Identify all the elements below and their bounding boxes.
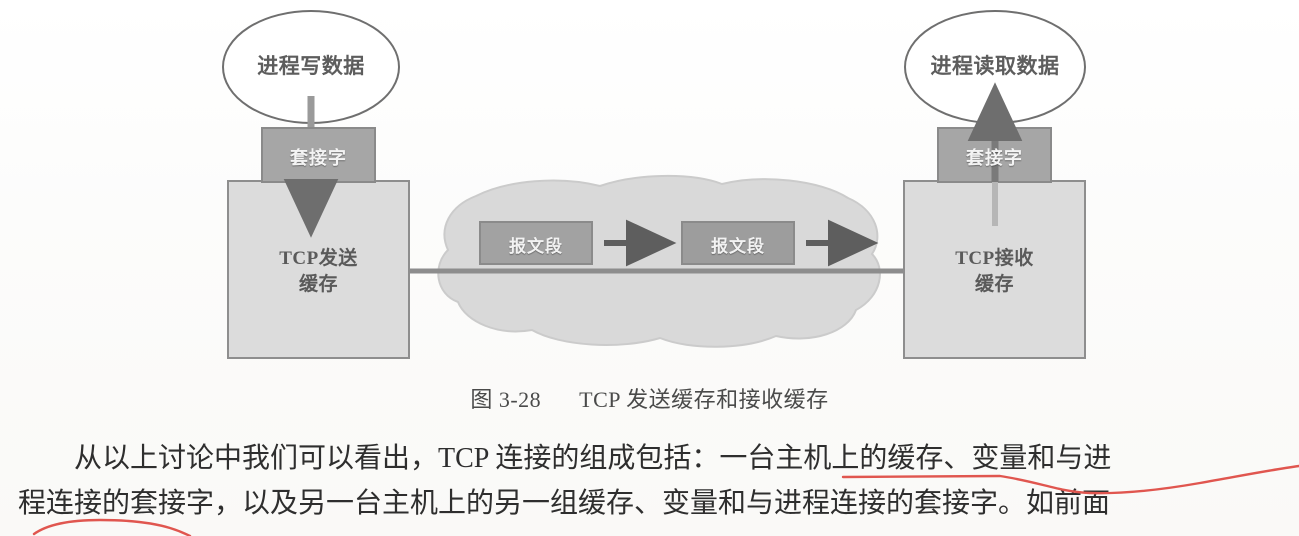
write-process-label: 进程写数据 (257, 54, 365, 78)
segment-label-1: 报文段 (509, 237, 563, 256)
left-socket-box (261, 127, 376, 183)
paragraph-line-1: 从以上讨论中我们可以看出，TCP 连接的组成包括：一台主机上的缓存、变量和与进 (18, 436, 1290, 481)
segment-box-1 (479, 221, 593, 265)
paragraph-line-1-text: 从以上讨论中我们可以看出，TCP 连接的组成包括：一台主机上的缓存、变量和与进 (74, 443, 1112, 474)
read-process-label: 进程读取数据 (930, 54, 1060, 78)
paragraph-line-2: 程连接的套接字，以及另一台主机上的另一组缓存、变量和与进程连接的套接字。如前面 (18, 481, 1290, 526)
figure-tcp-buffers: 进程写数据 进程读取数据 套接字 套接字 TCP发送 缓存 TCP接收 缓存 报… (222, 10, 1086, 359)
left-socket-label: 套接字 (290, 148, 347, 168)
caption-title: TCP 发送缓存和接收缓存 (579, 387, 829, 412)
body-paragraph: 从以上讨论中我们可以看出，TCP 连接的组成包括：一台主机上的缓存、变量和与进 … (18, 436, 1290, 526)
figure-canvas (222, 10, 1086, 359)
segment-box-2 (681, 221, 795, 265)
caption-number: 图 3-28 (470, 387, 542, 412)
figure-caption: 图 3-28 TCP 发送缓存和接收缓存 (0, 382, 1299, 414)
paragraph-line-2-text: 程连接的套接字，以及另一台主机上的另一组缓存、变量和与进程连接的套接字。如前面 (18, 488, 1111, 519)
tcp-send-buffer-label: TCP发送 缓存 (279, 248, 358, 295)
tcp-receive-buffer-label: TCP接收 缓存 (955, 248, 1034, 295)
right-socket-label: 套接字 (966, 148, 1023, 168)
segment-label-2: 报文段 (711, 237, 765, 256)
